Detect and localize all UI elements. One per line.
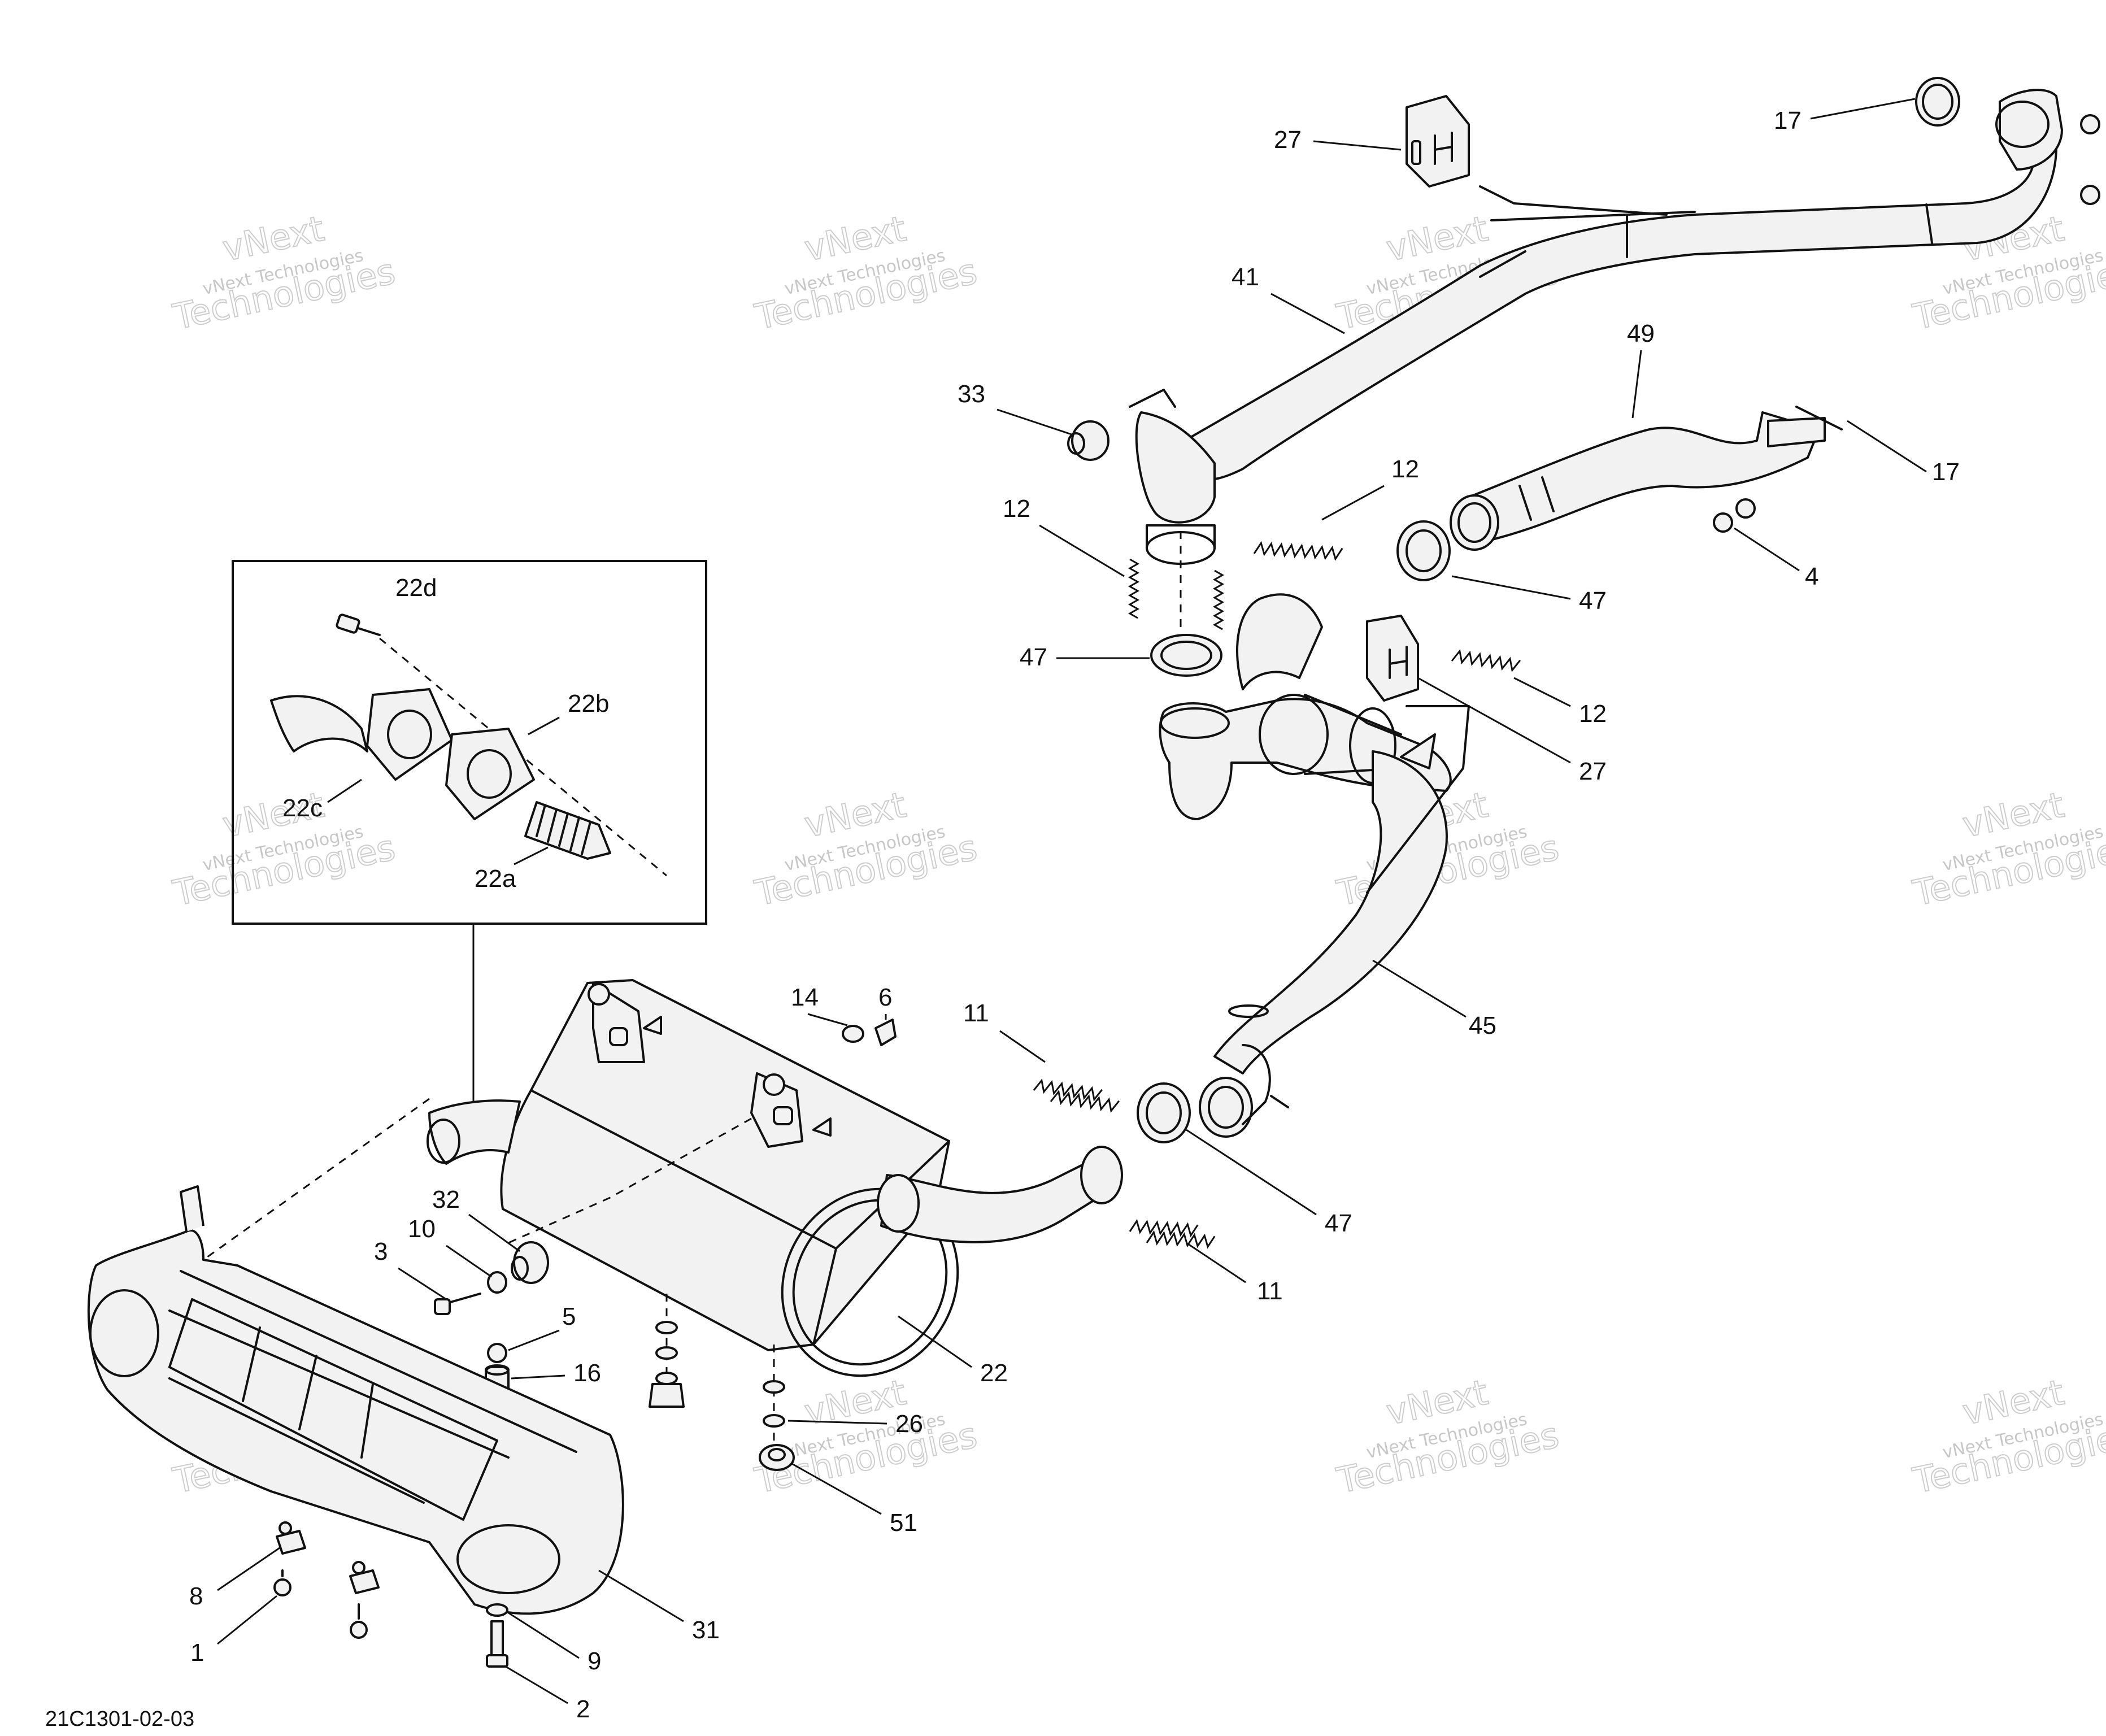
bolt-3: [434, 1293, 481, 1315]
rubber-hanger-27: [1406, 95, 1470, 188]
callout-47: 47: [1325, 1209, 1352, 1237]
rubber-hanger-27: [1366, 615, 1419, 702]
grommet-32: [511, 1241, 549, 1284]
washer-stack-26: [763, 1345, 785, 1446]
callout-22: 22: [980, 1359, 1008, 1387]
callout-11: 11: [1257, 1277, 1283, 1305]
spring-11: [1129, 1219, 1216, 1249]
grommet-33: [1067, 420, 1109, 461]
watermark: vNext vNext Technologies Technologies: [751, 207, 981, 338]
spring-12: [1253, 541, 1343, 561]
spring-12: [1451, 649, 1521, 672]
clip-8: [276, 1521, 306, 1555]
callout-32: 32: [432, 1186, 460, 1213]
svg-text:Technologies: Technologies: [1909, 826, 2106, 913]
callout-4: 4: [1805, 563, 1818, 590]
callout-2: 2: [576, 1695, 590, 1723]
callout-51: 51: [890, 1509, 917, 1537]
callout-33: 33: [958, 380, 985, 408]
tail-pipe: [428, 1099, 521, 1165]
watermark: vNext vNext Technologies Technologies: [751, 784, 981, 915]
spring-12: [1212, 569, 1225, 630]
callout-45: 45: [1469, 1012, 1496, 1039]
bolt-22d: [336, 614, 381, 636]
callout-27: 27: [1274, 126, 1302, 154]
bushing-10: [487, 1271, 507, 1294]
callout-22c: 22c: [282, 794, 323, 822]
svg-text:Technologies: Technologies: [1909, 1414, 2106, 1501]
pipe-49: [1450, 411, 1826, 551]
pipe-elbow: [270, 695, 368, 752]
callout-22b: 22b: [568, 690, 609, 717]
spring-11: [1033, 1078, 1120, 1113]
clip-8: [349, 1561, 380, 1594]
heat-shield-31: [87, 1185, 624, 1615]
seal-ring-47: [1137, 1082, 1191, 1143]
washer-14: [842, 1025, 864, 1043]
callout-14: 14: [791, 984, 819, 1011]
callout-12: 12: [1579, 700, 1607, 728]
nut-4: [1713, 512, 1733, 533]
callout-12: 12: [1391, 455, 1419, 483]
nut-4: [1735, 498, 1756, 519]
callout-16: 16: [573, 1359, 601, 1387]
callout-47: 47: [1579, 587, 1607, 615]
callout-41: 41: [1232, 263, 1259, 291]
gasket-17: [1795, 406, 1843, 430]
seal-ring-47: [1396, 520, 1451, 581]
watermark: vNext vNext Technologies Technologies: [1333, 1371, 1563, 1502]
muffler-22: [500, 979, 1123, 1377]
sleeve-22a: [524, 801, 611, 860]
nut-5: [487, 1343, 507, 1363]
callout-17: 17: [1932, 458, 1960, 486]
watermark: vNext vNext Technologies Technologies: [169, 207, 399, 338]
gasket-22c: [366, 688, 453, 781]
figure-id: 21C1301-02-03: [45, 1707, 194, 1731]
callout-6: 6: [878, 984, 892, 1011]
washer-9: [486, 1603, 508, 1617]
callout-1: 1: [190, 1639, 204, 1667]
callout-9: 9: [588, 1647, 601, 1675]
svg-text:Technologies: Technologies: [1909, 250, 2106, 337]
y-pipe-45: [1159, 593, 1470, 1138]
spring-12: [1128, 558, 1140, 619]
callout-11: 11: [963, 999, 989, 1027]
callout-47: 47: [1020, 643, 1047, 671]
callout-27: 27: [1579, 758, 1607, 785]
bolt-2: [486, 1620, 508, 1668]
watermark: vNext vNext Technologies Technologies: [1909, 1371, 2106, 1502]
front-exhaust-pipe-41: [1129, 89, 2063, 565]
callout-22d: 22d: [395, 574, 437, 602]
callouts: 27 17 41 33 49 17 12 12 4 47 47 12 27 45…: [189, 98, 1960, 1723]
nut-4: [2080, 185, 2100, 205]
grommet-51: [759, 1444, 795, 1471]
callout-22a: 22a: [475, 865, 516, 893]
callout-3: 3: [374, 1238, 388, 1265]
nut-6: [874, 1019, 897, 1046]
callout-31: 31: [692, 1616, 720, 1644]
callout-49: 49: [1627, 320, 1655, 347]
callout-12: 12: [1003, 495, 1030, 523]
seal-ring-47: [1150, 634, 1222, 677]
watermark: vNext vNext Technologies Technologies: [1909, 784, 2106, 915]
callout-26: 26: [895, 1410, 923, 1438]
nut-4: [2080, 114, 2100, 134]
callout-10: 10: [408, 1215, 436, 1243]
watermark: vNext vNext Technologies Technologies: [169, 784, 399, 915]
bolt-1: [350, 1603, 368, 1639]
washer-stack: [649, 1294, 685, 1408]
callout-8: 8: [189, 1582, 203, 1610]
callout-5: 5: [562, 1303, 576, 1330]
callout-17: 17: [1774, 107, 1802, 134]
bolt-1: [273, 1569, 291, 1596]
gasket-22b: [445, 728, 535, 820]
detail-inset: 22d 22b 22c 22a: [232, 560, 707, 1135]
